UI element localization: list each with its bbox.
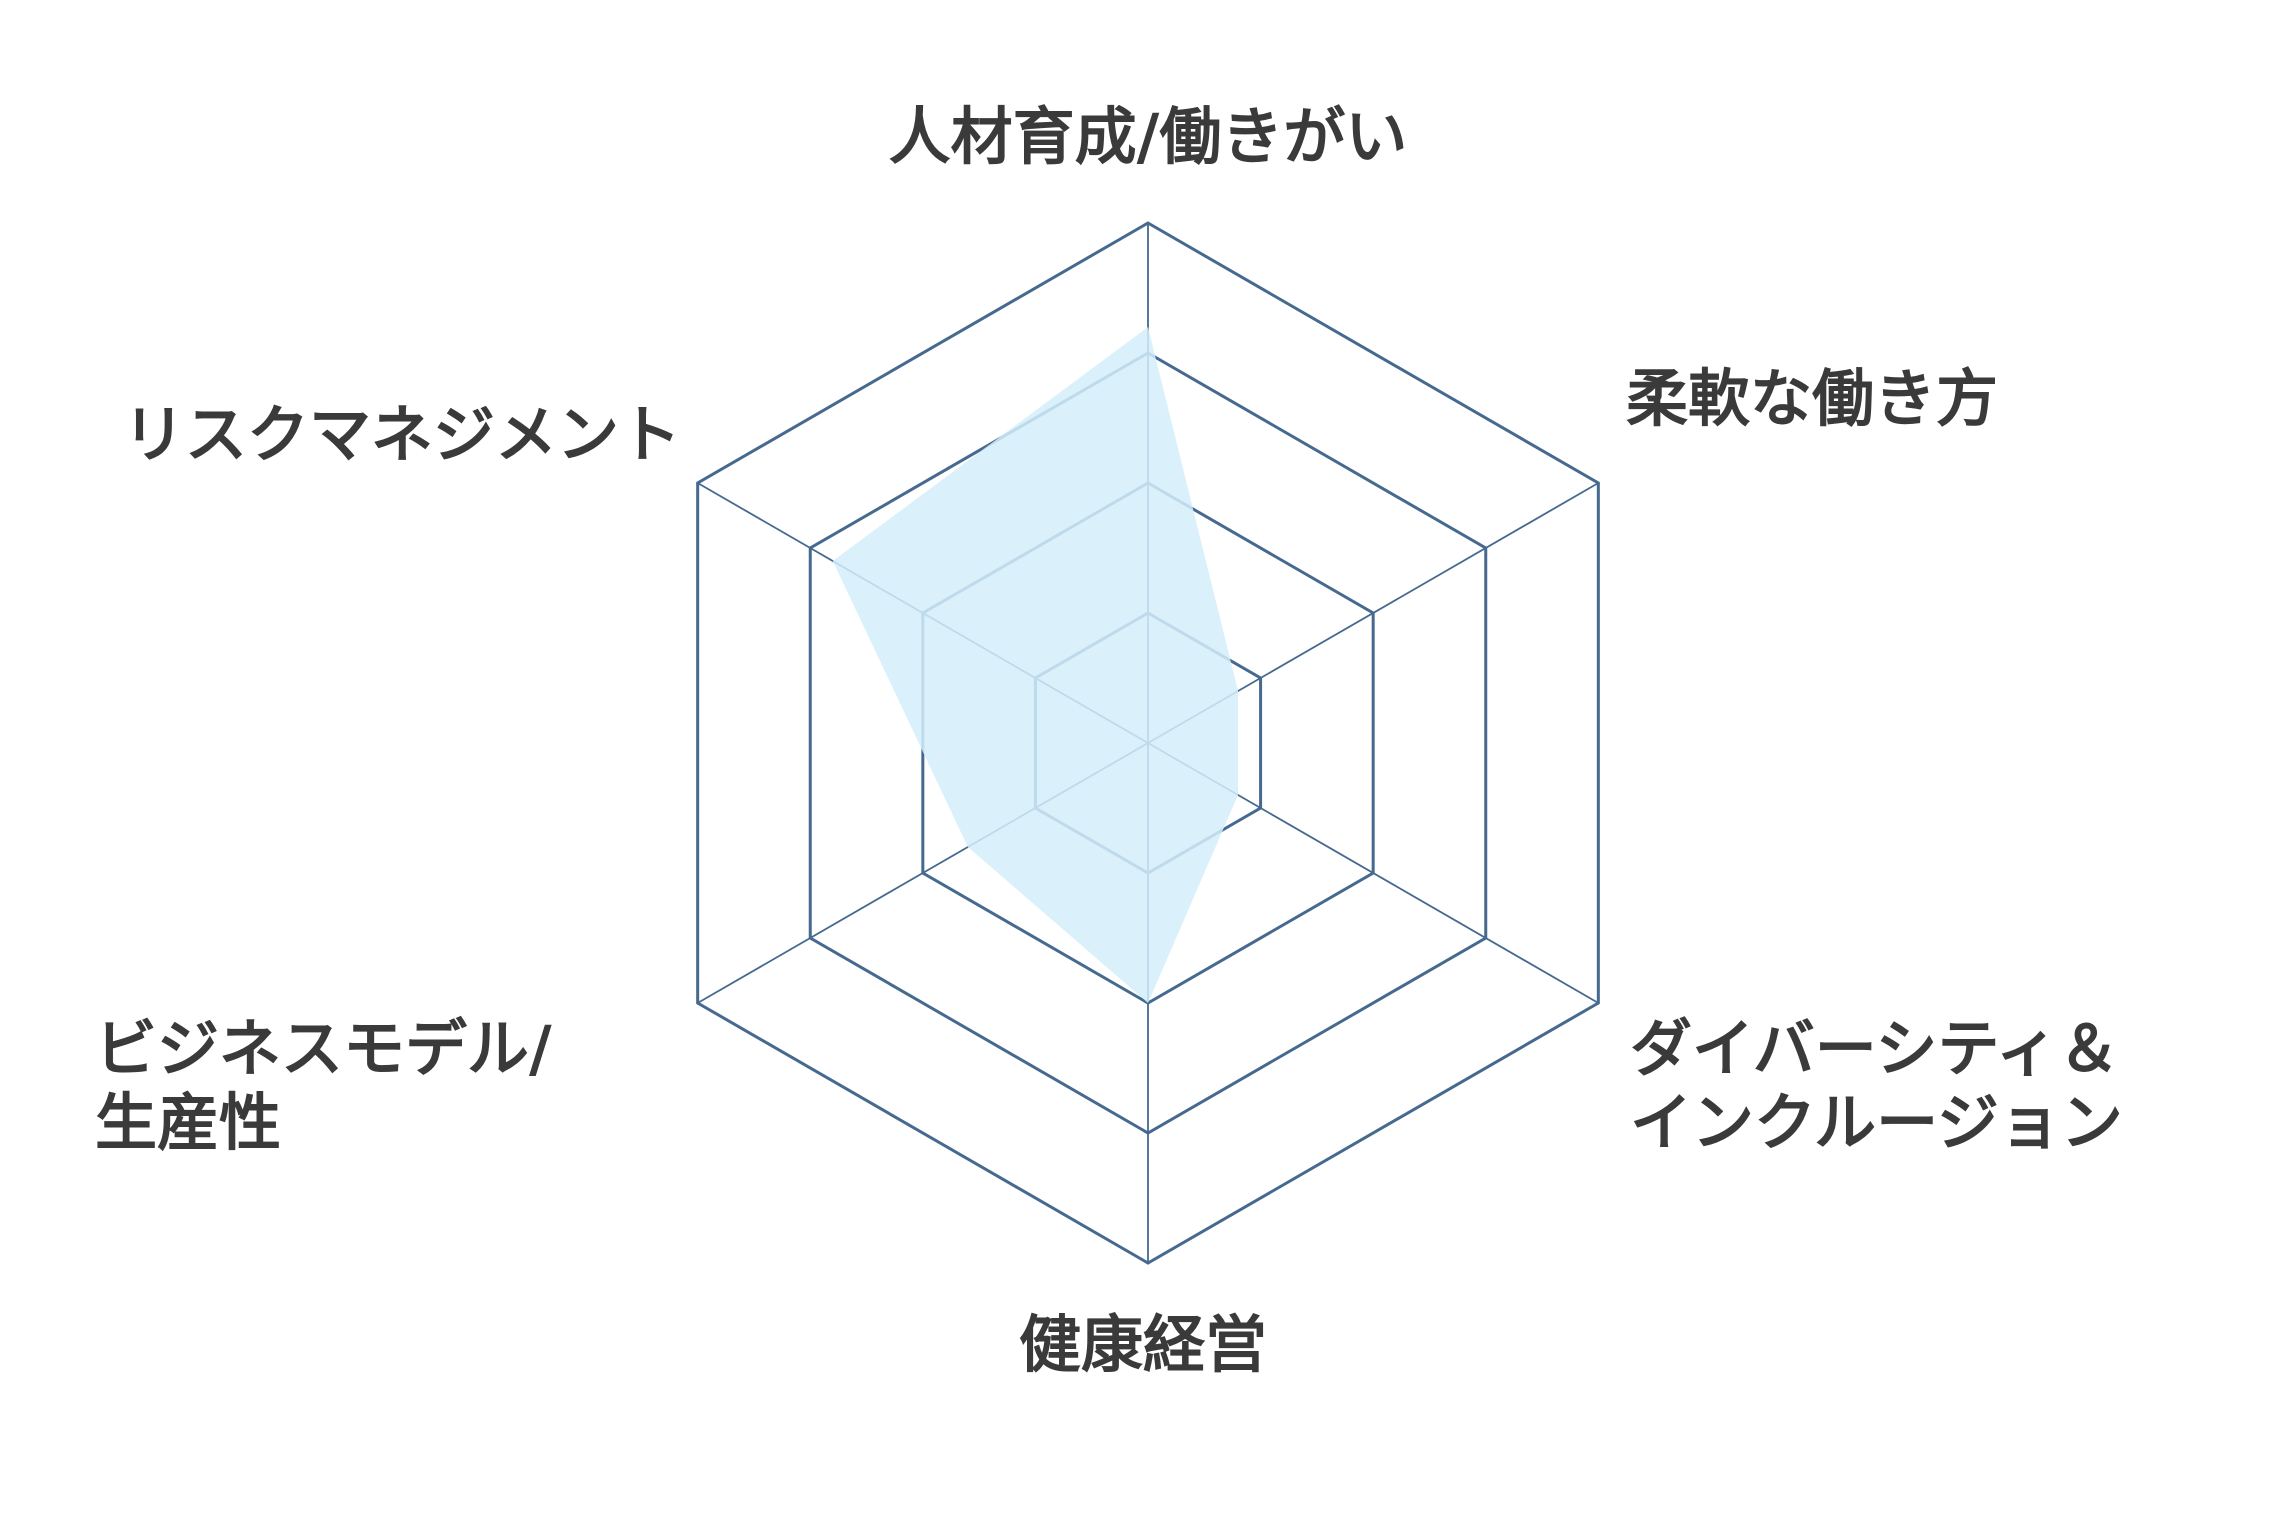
label-line: 健康経営 bbox=[1018, 1308, 1268, 1381]
label-line: リスクマネジメント bbox=[122, 398, 681, 471]
axis-label-diversity-inclusion: ダイバーシティ＆インクルージョン bbox=[1630, 1012, 2123, 1160]
label-line: ビジネスモデル/ bbox=[95, 1012, 552, 1085]
axis-label-risk-management: リスクマネジメント bbox=[123, 398, 681, 472]
axis-label-business-model: ビジネスモデル/生産性 bbox=[95, 1012, 552, 1160]
axis-label-hr-development: 人材育成/働きがい bbox=[889, 100, 1408, 174]
label-line: 人材育成/働きがい bbox=[888, 100, 1408, 173]
data-area bbox=[832, 327, 1239, 1003]
label-line: インクルージョン bbox=[1630, 1086, 2123, 1159]
axis-label-flexible-work: 柔軟な働き方 bbox=[1626, 362, 1998, 436]
label-line: 生産性 bbox=[95, 1086, 282, 1159]
label-line: ダイバーシティ＆ bbox=[1630, 1012, 2120, 1085]
axis-label-health-management: 健康経営 bbox=[1019, 1308, 1267, 1382]
label-line: 柔軟な働き方 bbox=[1626, 362, 1999, 435]
